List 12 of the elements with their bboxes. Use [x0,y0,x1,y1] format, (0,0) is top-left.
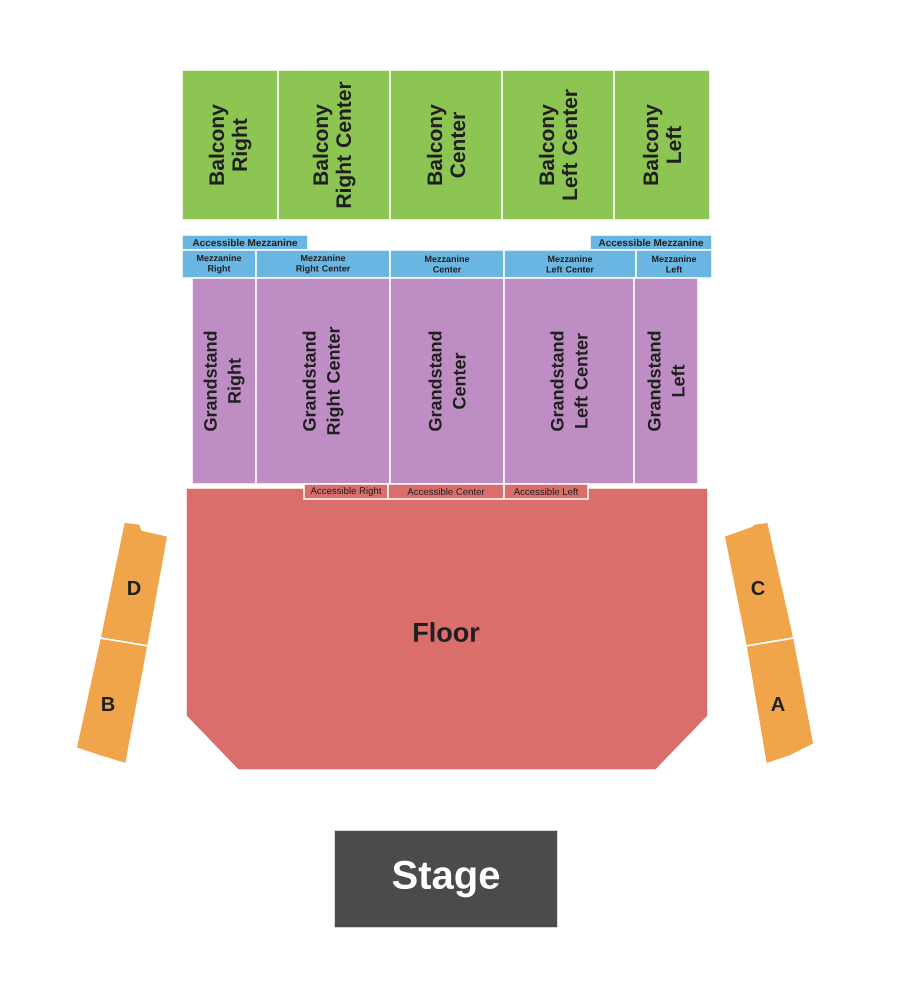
balcony-section: Balcony Center [389,69,503,221]
side-section: D [99,521,169,647]
grandstand-section: Grandstand Left [633,277,699,485]
balcony-section: Balcony Left Center [501,69,615,221]
balcony-section: Balcony Right Center [277,69,391,221]
side-section: B [75,637,149,766]
grandstand-section: Grandstand Right [191,277,257,485]
balcony-section: Balcony Right [181,69,279,221]
balcony-section: Balcony Left [613,69,711,221]
grandstand-section: Grandstand Center [389,277,505,485]
side-section: C [723,521,795,647]
stage-box: Stage [333,829,559,929]
